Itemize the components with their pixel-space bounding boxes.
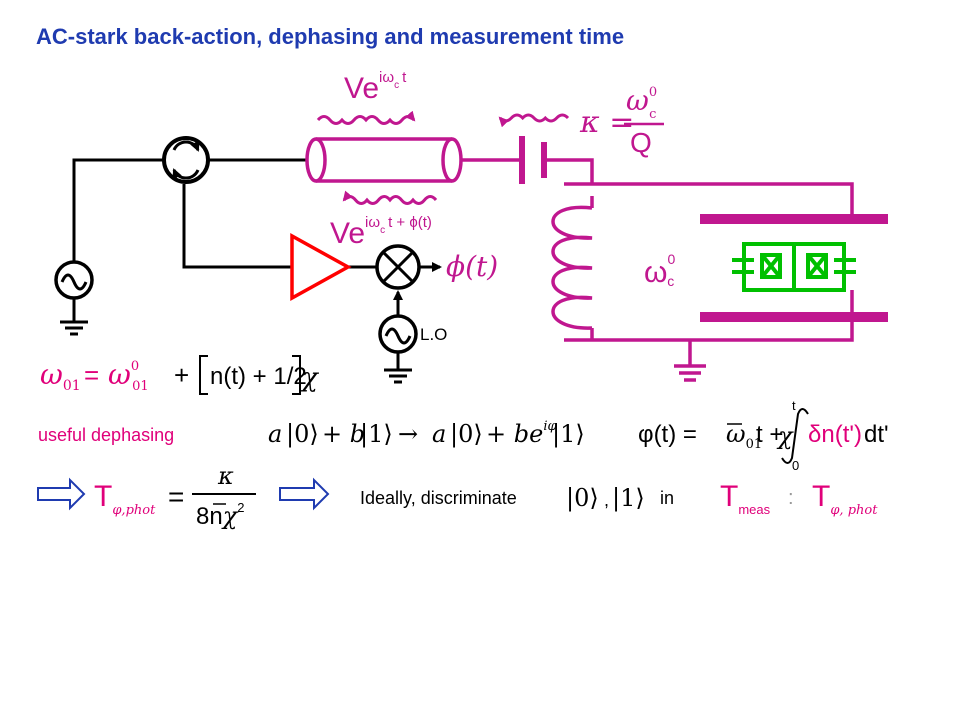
svg-text:+ b: + b (322, 420, 365, 448)
capacitor-plates-icon (700, 214, 888, 322)
discriminate-sentence: Ideally, discriminate |0⟩ , |1⟩ in (360, 484, 674, 513)
ground-icon (60, 320, 88, 336)
arrow-1-icon (37, 477, 86, 511)
useful-dephasing-label: useful dephasing (38, 425, 174, 445)
amplifier-icon (290, 233, 352, 301)
mixer-icon (375, 244, 421, 290)
svg-text:|0⟩: |0⟩ (566, 484, 599, 513)
svg-text:χ: χ (300, 363, 320, 393)
phase-output-label: ϕ(t) (446, 250, 498, 283)
svg-text:+ beiφ: + beiφ (486, 419, 557, 448)
slide-title: AC-stark back-action, dephasing and meas… (36, 24, 625, 49)
wiring (72, 158, 442, 370)
inductor-icon (551, 196, 594, 340)
svg-text:κ: κ (217, 462, 234, 490)
svg-text:Ideally, discriminate: Ideally, discriminate (360, 488, 517, 508)
svg-text:δn(t'): δn(t') (808, 421, 862, 448)
circulator-amp-wire (182, 184, 292, 269)
svg-text:in: in (660, 488, 674, 508)
resonator-ground-icon (674, 364, 706, 382)
svg-text:|0⟩: |0⟩ (286, 420, 319, 449)
svg-text:|1⟩: |1⟩ (552, 420, 585, 449)
transmission-line-icon (305, 137, 463, 183)
lo-source-icon (378, 314, 418, 354)
svg-text:|1⟩: |1⟩ (360, 420, 393, 449)
svg-text:a: a (432, 420, 446, 448)
svg-text:0: 0 (792, 458, 799, 473)
state-evolution-equation: a |0⟩ + b |1⟩ → a |0⟩ + beiφ |1⟩ (268, 419, 585, 449)
svg-text:t: t (792, 398, 796, 413)
circulator-icon (162, 136, 210, 184)
svg-text:Tφ, phot: Tφ, phot (812, 480, 878, 518)
svg-text:→: → (398, 420, 418, 448)
incoming-wave-icon (316, 110, 416, 125)
svg-text:Tmeas: Tmeas (720, 480, 771, 517)
lo-ground-icon (384, 368, 412, 384)
svg-text:n(t) + 1/2: n(t) + 1/2 (210, 363, 307, 390)
ac-source-icon (54, 260, 94, 300)
svg-text:=: = (168, 481, 184, 512)
svg-text:Tφ,phot: Tφ,phot (94, 480, 156, 518)
lo-label: L.O (420, 325, 447, 344)
outgoing-wave-icon (342, 190, 438, 205)
svg-text:φ(t) =: φ(t) = (638, 421, 697, 448)
svg-text:ω01: ω01 (726, 420, 762, 452)
svg-text:|0⟩: |0⟩ (450, 420, 483, 449)
leakage-wave-icon (498, 113, 570, 128)
arrow-2-icon (279, 477, 330, 511)
svg-text:8nχ2: 8nχ2 (196, 500, 244, 530)
kappa-denominator: Q (630, 127, 652, 158)
svg-text:χ: χ (776, 422, 794, 450)
svg-text:a: a (268, 420, 282, 448)
measurement-time-comparison: Tmeas : Tφ, phot (720, 480, 878, 518)
source-feed-wire (72, 158, 164, 262)
phase-integral-equation: φ(t) = ω01 t + χ t 0 δn(t') dt' (638, 398, 889, 473)
dephasing-time-equation: Tφ,phot = κ 8nχ2 (94, 462, 256, 530)
svg-text:t +: t + (756, 421, 783, 448)
svg-text::: : (788, 487, 794, 509)
svg-text:dt': dt' (864, 421, 889, 448)
integral-sign-icon (781, 408, 809, 464)
svg-text:|1⟩: |1⟩ (612, 484, 645, 513)
kappa-label: κ = (579, 105, 634, 140)
svg-text:+: + (174, 360, 189, 390)
resonator-wiring (461, 136, 854, 366)
svg-text:=: = (84, 360, 99, 390)
svg-text:,: , (604, 490, 609, 510)
qubit-icon (732, 242, 856, 292)
svg-text:ω01: ω01 (40, 358, 81, 394)
